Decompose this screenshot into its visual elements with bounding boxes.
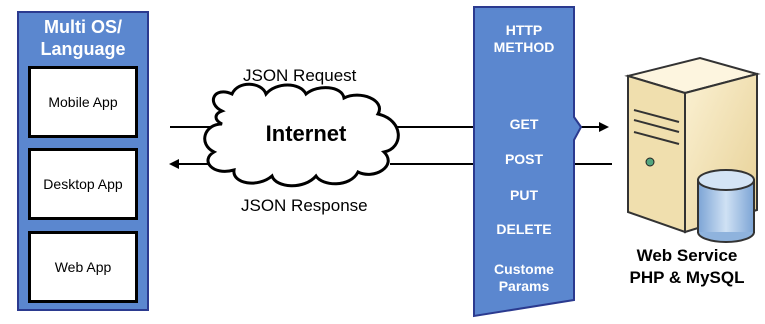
json-response-label: JSON Response [241,196,368,215]
client-panel: Multi OS/ Language Mobile App Desktop Ap… [17,11,149,311]
method-post: POST [504,151,544,167]
web-service-label: Web Service PHP & MySQL [602,245,765,289]
desktop-app-box: Desktop App [28,148,138,220]
internet-cloud-icon [203,82,400,188]
method-delete: DELETE [496,221,552,237]
web-app-box: Web App [28,231,138,303]
client-title-line1: Multi OS/ [44,17,122,37]
internet-label: Internet [265,121,347,146]
server-label-line2: PHP & MySQL [629,268,745,287]
custom-params: Custome Params [480,261,568,295]
http-title-line1: HTTP [505,22,543,38]
http-title-line2: METHOD [493,39,555,55]
mobile-app-box: Mobile App [28,66,138,138]
http-method-title: HTTP METHOD [480,22,568,56]
custom-params-line2: Params [498,278,550,294]
server-label-line1: Web Service [636,246,738,265]
custom-params-line1: Custome [494,261,554,277]
database-icon [697,169,755,243]
method-get: GET [509,116,539,132]
json-request-label: JSON Request [243,66,357,85]
client-panel-title: Multi OS/ Language [19,16,147,60]
http-method-banner [473,6,583,318]
method-put: PUT [510,187,538,203]
client-title-line2: Language [40,39,126,59]
